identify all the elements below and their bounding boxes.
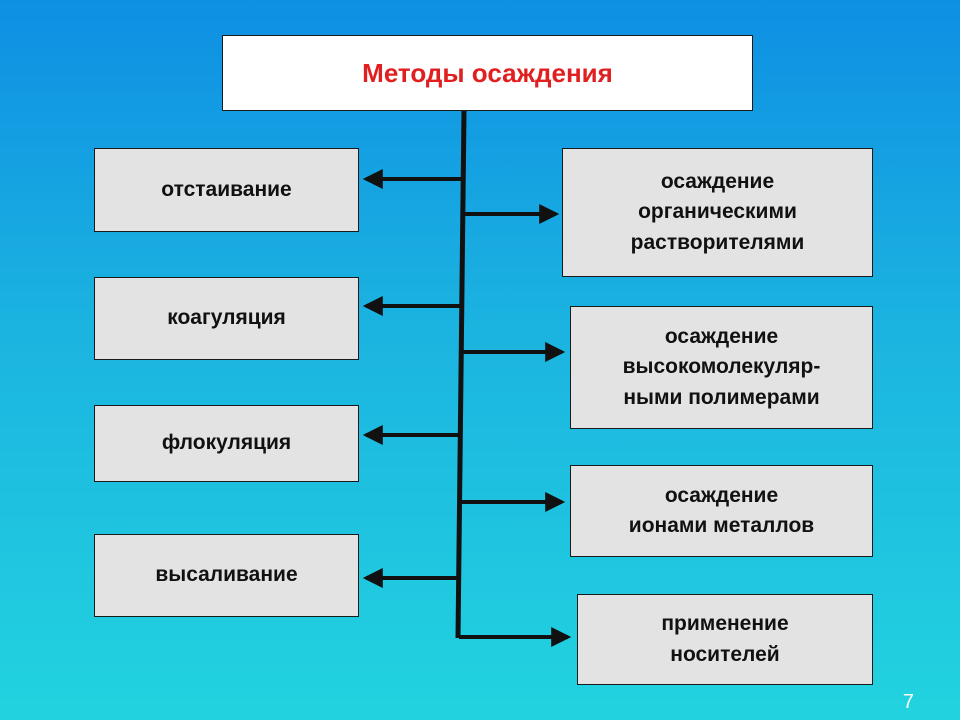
method-flokulyatsiya: флокуляция: [94, 405, 359, 482]
diagram-title: Методы осаждения: [222, 35, 753, 111]
trunk-line: [455, 110, 467, 639]
method-organic-solvents: осаждение органическими растворителями: [562, 148, 873, 277]
method-koagulyatsiya: коагуляция: [94, 277, 359, 360]
method-vysalivanie: высаливание: [94, 534, 359, 617]
method-metal-ions: осаждение ионами металлов: [570, 465, 873, 557]
method-polymers: осаждение высокомолекуляр- ными полимера…: [570, 306, 873, 429]
method-carriers: применение носителей: [577, 594, 873, 685]
page-number: 7: [902, 691, 914, 713]
method-otstaivanie: отстаивание: [94, 148, 359, 232]
